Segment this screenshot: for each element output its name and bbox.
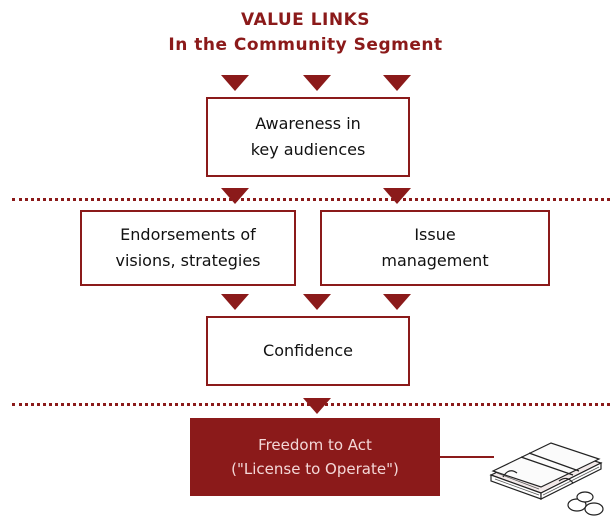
down-arrow-icon: [221, 188, 249, 204]
confidence-box: Confidence: [206, 316, 410, 386]
awareness-label: Awareness in key audiences: [250, 114, 366, 159]
money-stack-icon: [489, 442, 604, 516]
connector-line: [440, 456, 494, 458]
issue-management-box: Issue management: [320, 210, 550, 286]
down-arrow-icon: [303, 294, 331, 310]
confidence-label: Confidence: [263, 341, 353, 360]
down-arrow-icon: [221, 75, 249, 91]
diagram-title: VALUE LINKS: [240, 10, 371, 30]
freedom-to-act-label: Freedom to Act ("License to Operate"): [231, 436, 399, 478]
down-arrow-icon: [303, 75, 331, 91]
dotted-divider: [12, 198, 610, 201]
diagram-subtitle: In the Community Segment: [168, 35, 443, 55]
down-arrow-icon: [383, 188, 411, 204]
down-arrow-icon: [383, 294, 411, 310]
endorsements-label: Endorsements of visions, strategies: [115, 225, 261, 270]
down-arrow-icon: [303, 398, 331, 414]
endorsements-box: Endorsements of visions, strategies: [80, 210, 296, 286]
freedom-to-act-box: Freedom to Act ("License to Operate"): [190, 418, 440, 496]
down-arrow-icon: [221, 294, 249, 310]
down-arrow-icon: [383, 75, 411, 91]
awareness-box: Awareness in key audiences: [206, 97, 410, 177]
issue-management-label: Issue management: [381, 225, 489, 270]
